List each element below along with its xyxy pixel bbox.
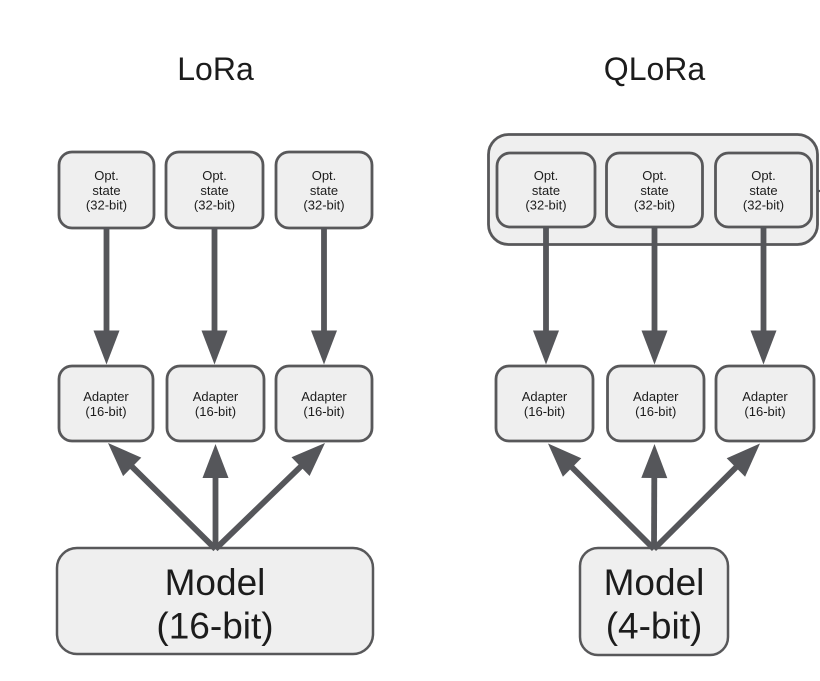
svg-text:Opt.: Opt. — [202, 168, 227, 183]
svg-text:state: state — [92, 183, 120, 198]
svg-text:(32-bit): (32-bit) — [634, 198, 675, 213]
svg-text:Model: Model — [604, 562, 705, 603]
svg-text:Opt.: Opt. — [642, 168, 667, 183]
svg-text:state: state — [532, 183, 560, 198]
svg-text:(32-bit): (32-bit) — [743, 198, 784, 213]
svg-text:Adapter: Adapter — [633, 389, 679, 404]
svg-text:LoRa: LoRa — [177, 51, 254, 87]
svg-text:Opt.: Opt. — [94, 168, 119, 183]
svg-text:Adapter: Adapter — [301, 389, 347, 404]
svg-text:(16-bit): (16-bit) — [303, 404, 344, 419]
svg-text:(32-bit): (32-bit) — [525, 198, 566, 213]
svg-text:Opt.: Opt. — [312, 168, 337, 183]
svg-text:(4-bit): (4-bit) — [606, 606, 703, 647]
svg-text:state: state — [749, 183, 777, 198]
svg-text:Opt.: Opt. — [751, 168, 776, 183]
svg-text:state: state — [310, 183, 338, 198]
svg-text:(32-bit): (32-bit) — [86, 198, 127, 213]
svg-text:(16-bit): (16-bit) — [744, 404, 785, 419]
svg-text:Opt.: Opt. — [534, 168, 559, 183]
svg-text:QLoRa: QLoRa — [604, 51, 706, 87]
svg-text:state: state — [640, 183, 668, 198]
svg-text:(16-bit): (16-bit) — [524, 404, 565, 419]
svg-text:(32-bit): (32-bit) — [194, 198, 235, 213]
svg-text:Adapter: Adapter — [83, 389, 129, 404]
svg-text:(16-bit): (16-bit) — [156, 606, 273, 647]
svg-text:Adapter: Adapter — [193, 389, 239, 404]
svg-text:(32-bit): (32-bit) — [303, 198, 344, 213]
svg-text:(16-bit): (16-bit) — [85, 404, 126, 419]
svg-text:(16-bit): (16-bit) — [635, 404, 676, 419]
svg-text:Model: Model — [165, 562, 266, 603]
svg-text:state: state — [200, 183, 228, 198]
svg-text:Adapter: Adapter — [522, 389, 568, 404]
svg-text:Adapter: Adapter — [742, 389, 788, 404]
svg-text:(16-bit): (16-bit) — [195, 404, 236, 419]
